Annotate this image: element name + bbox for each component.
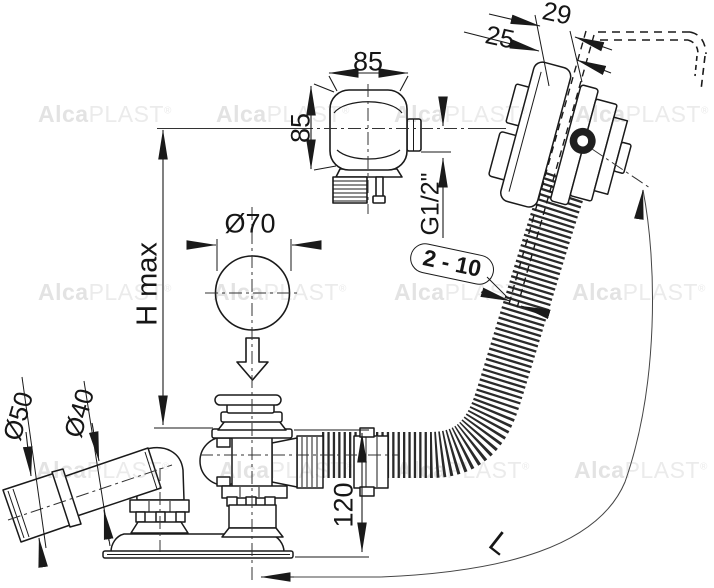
dim-rim-offset-outer: 29 <box>539 0 575 31</box>
waste-drain-assembly <box>102 394 389 559</box>
side-outlet-elbow <box>2 447 190 543</box>
overflow-front-flange <box>500 61 572 208</box>
dim-thread-size: G1/2" <box>416 172 445 236</box>
hose-coupling <box>353 435 389 489</box>
clip-tab <box>216 476 231 487</box>
control-pin <box>375 176 384 199</box>
bathtub-rim-hidden-outline <box>598 31 707 91</box>
dim-plug-diameter: Ø70 <box>224 208 276 239</box>
dimension-lines <box>21 13 613 568</box>
dim-waste-height: 120 <box>328 482 359 528</box>
hose-length-curve <box>260 189 653 582</box>
sleeve-ring <box>51 468 82 528</box>
union-nut-ribbed <box>296 435 324 489</box>
centerlines <box>7 84 651 584</box>
castellated-nut <box>221 485 288 499</box>
clip-tab <box>216 437 231 448</box>
dim-knob-height: 85 <box>285 112 316 144</box>
control-head <box>329 89 422 204</box>
dim-max-height: H max <box>131 242 164 326</box>
corrugated-hose <box>322 168 589 478</box>
dim-rim-offset-inner: 25 <box>482 19 518 55</box>
tee-outlet-cone <box>271 437 298 488</box>
dim-knob-width: 85 <box>352 46 384 77</box>
overflow-head-assembly <box>488 61 632 208</box>
pop-up-plug-cap <box>214 394 282 406</box>
